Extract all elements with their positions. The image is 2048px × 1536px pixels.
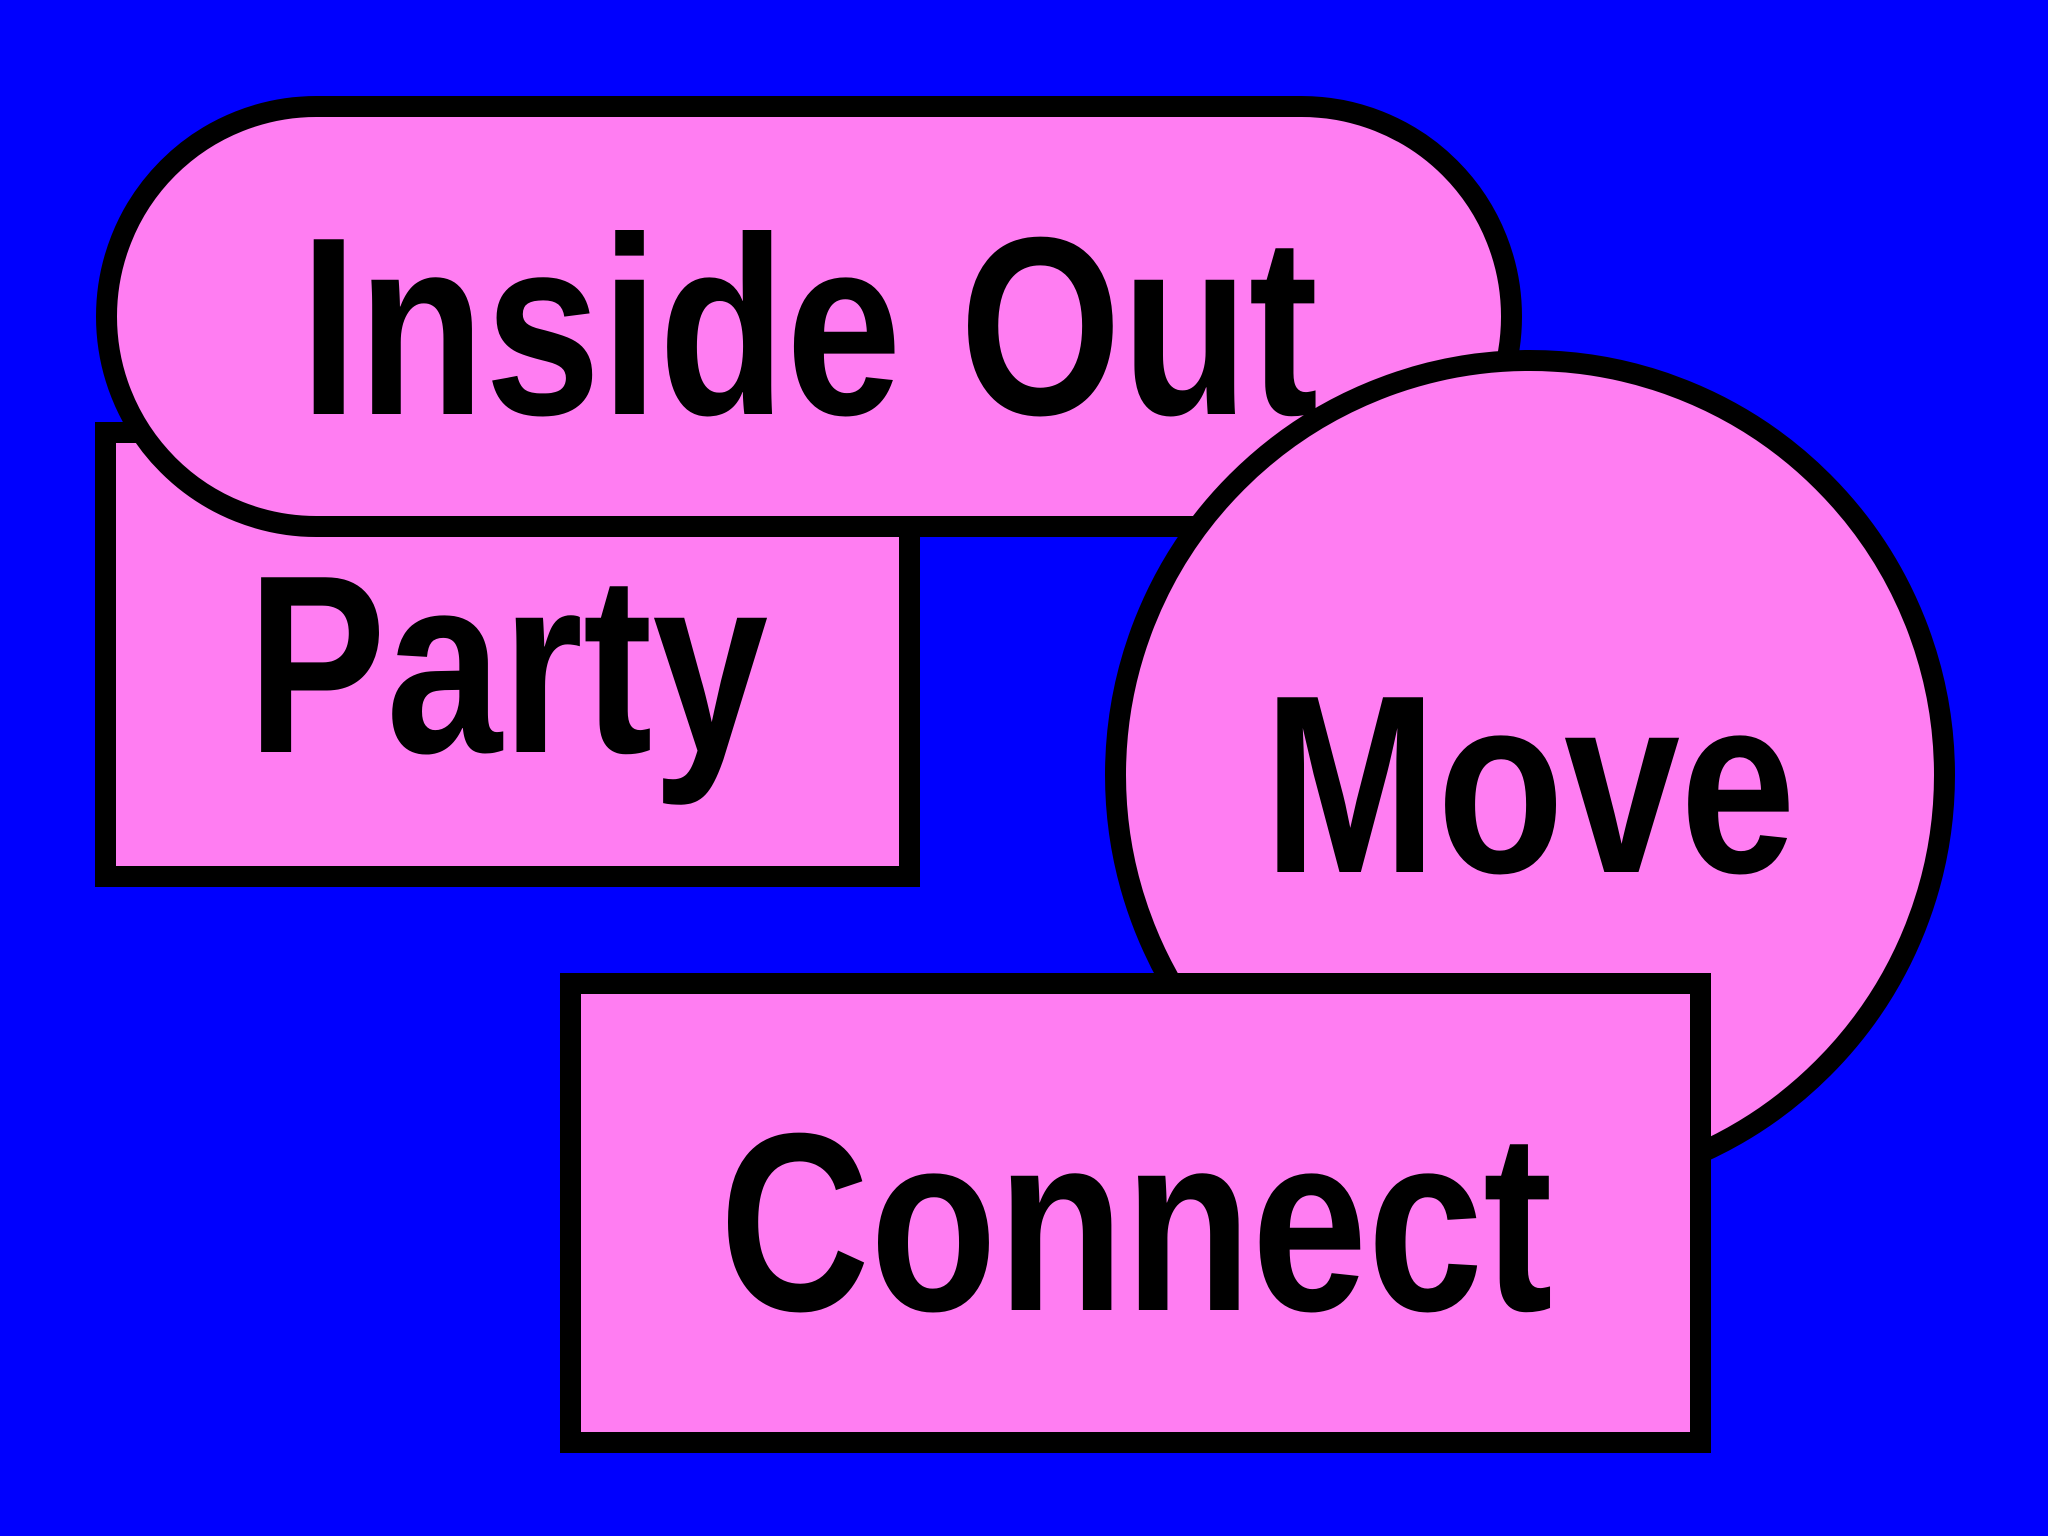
party-label: Party: [246, 521, 769, 806]
connect-label: Connect: [718, 1080, 1553, 1364]
inside-out-label: Inside Out: [299, 183, 1319, 468]
connect-rectangle: Connect: [560, 973, 1711, 1453]
move-label: Move: [1263, 642, 1797, 926]
